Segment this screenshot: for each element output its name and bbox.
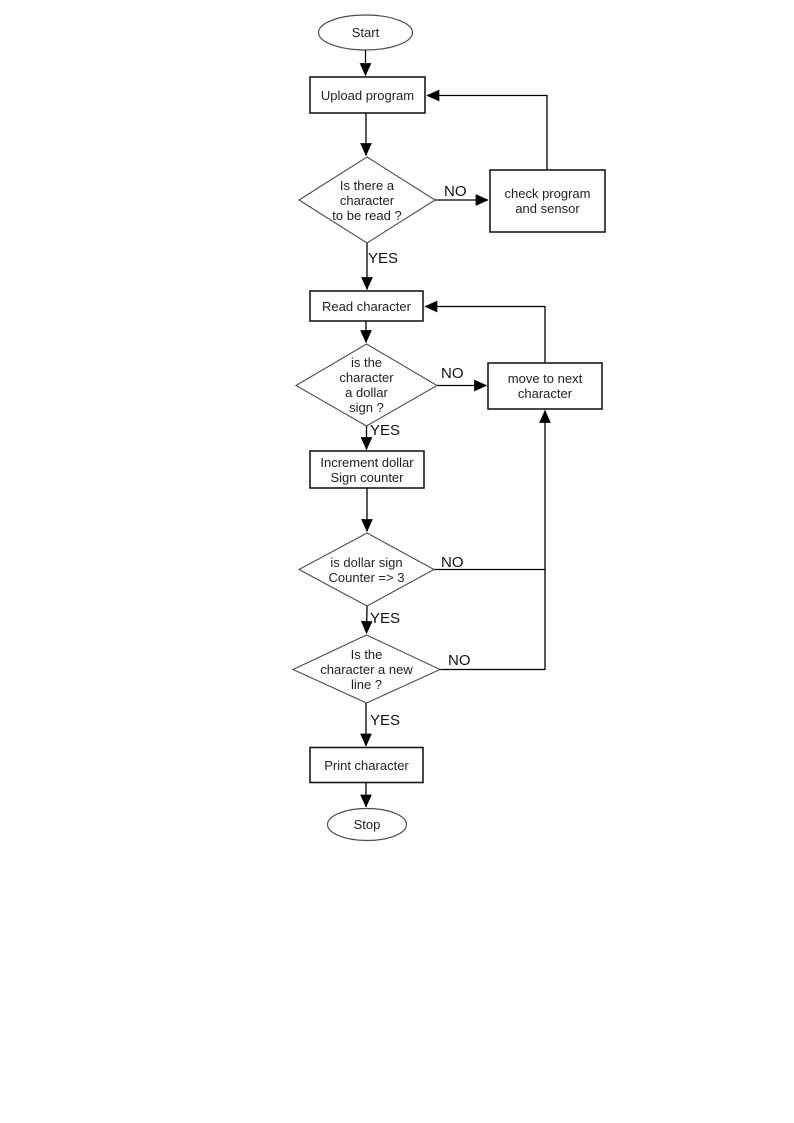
check-program-box (489, 169, 606, 233)
print-character-box (309, 746, 424, 784)
edge-decision4-no-to-move (440, 409, 551, 671)
decision-dollar-sign-shape (294, 343, 439, 427)
increment-counter-box (309, 450, 425, 489)
decision-char-to-read-shape (297, 156, 437, 244)
decision-counter-ge3-shape (297, 532, 436, 607)
upload-program-box (309, 76, 426, 114)
start-terminator-shape (317, 14, 414, 51)
edge-check-to-upload (426, 89, 548, 170)
move-next-character-box (487, 362, 603, 410)
read-character-box (309, 290, 424, 322)
stop-terminator-shape (326, 807, 408, 842)
edge-move-to-read (424, 300, 546, 363)
edge-decision3-yes-to-decision4 (360, 605, 373, 635)
decision-new-line-shape (291, 634, 442, 704)
